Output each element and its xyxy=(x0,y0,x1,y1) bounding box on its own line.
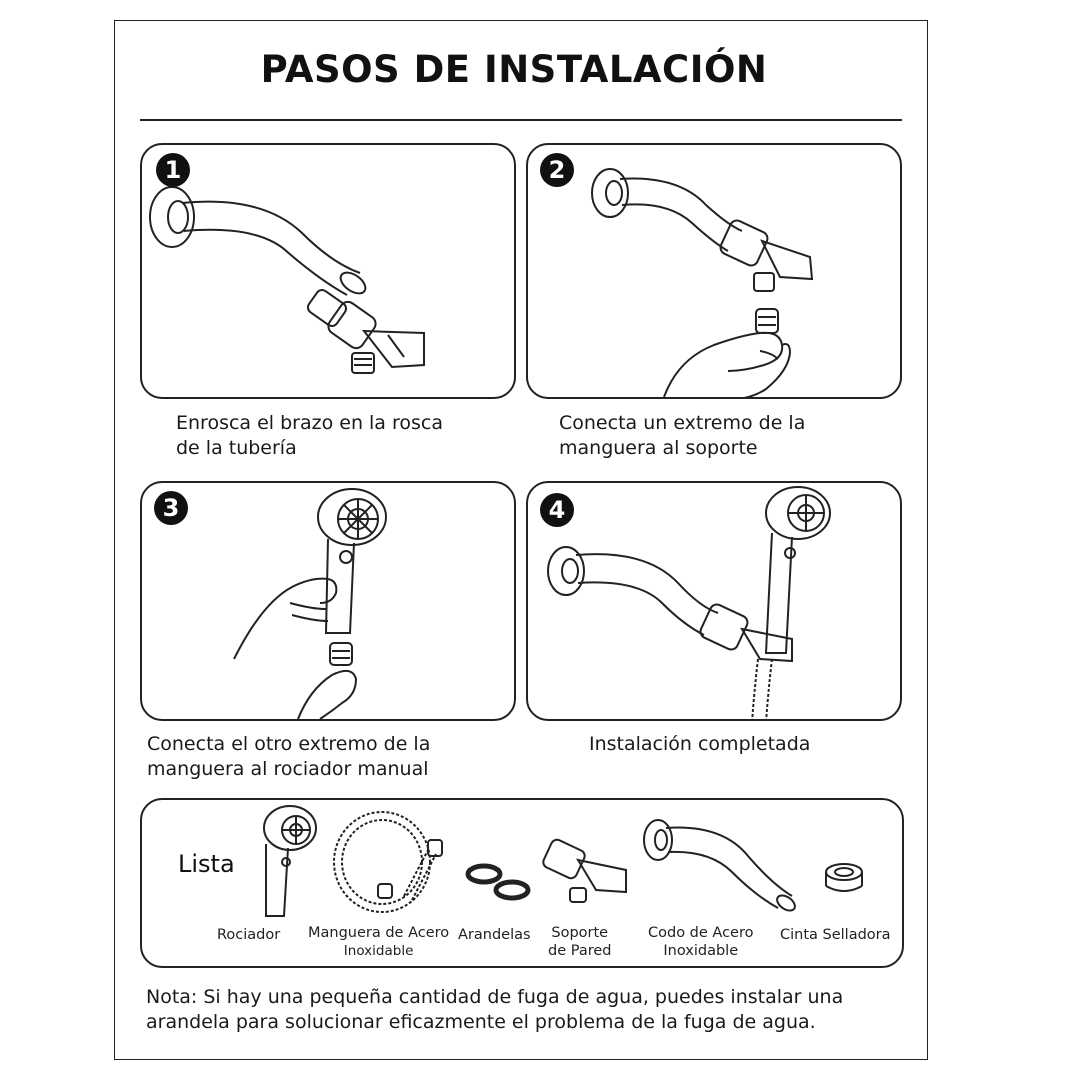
step-3-caption: Conecta el otro extremo de la manguera a… xyxy=(147,732,430,782)
step-2-badge: 2 xyxy=(540,153,574,187)
step-1-caption: Enrosca el brazo en la rosca de la tuber… xyxy=(176,411,443,461)
step-1-caption-line: de la tubería xyxy=(176,437,297,459)
list-item-codo: Codo de Acero Inoxidable xyxy=(648,924,754,960)
step-4-badge: 4 xyxy=(540,493,574,527)
title-divider xyxy=(140,119,902,121)
hose-icon xyxy=(333,811,437,913)
washers-icon xyxy=(465,863,531,901)
step-3-illustration xyxy=(233,488,387,719)
step-3-panel: 3 xyxy=(140,481,516,721)
step-1-illustration xyxy=(149,186,425,374)
parts-list: Lista xyxy=(140,798,904,968)
list-item-rociador: Rociador xyxy=(217,926,280,944)
note-line: Nota: Si hay una pequeña cantidad de fug… xyxy=(146,986,844,1008)
step-2-panel: 2 xyxy=(526,143,902,399)
step-2-caption-line: Conecta un extremo de la xyxy=(559,412,806,434)
list-item-line: Soporte xyxy=(551,925,609,941)
step-2-caption-line: manguera al soporte xyxy=(559,437,758,459)
step-2-illustration xyxy=(591,168,814,397)
list-item-arandelas: Arandelas xyxy=(458,926,531,944)
wall-bracket-icon xyxy=(542,838,627,903)
step-4-caption-line: Instalación completada xyxy=(589,733,811,755)
step-3-caption-line: Conecta el otro extremo de la xyxy=(147,733,431,755)
list-item-line: Inoxidable xyxy=(343,943,414,959)
step-1-badge: 1 xyxy=(156,153,190,187)
shower-head-icon xyxy=(263,805,317,917)
parts-list-label: Lista xyxy=(178,850,235,878)
instruction-sheet xyxy=(114,20,928,1060)
sealing-tape-icon xyxy=(825,863,863,892)
list-item-line: Codo de Acero xyxy=(648,925,754,941)
step-2-caption: Conecta un extremo de la manguera al sop… xyxy=(559,411,805,461)
list-item-line: Manguera de Acero xyxy=(308,925,450,941)
list-item-line: Inoxidable xyxy=(663,943,739,959)
list-item-line: Cinta Selladora xyxy=(780,927,891,943)
list-item-line: de Pared xyxy=(548,943,612,959)
list-item-line: Arandelas xyxy=(458,927,531,943)
list-item-line: Rociador xyxy=(217,927,281,943)
page-title: PASOS DE INSTALACIÓN xyxy=(260,48,768,91)
note-line: arandela para solucionar eficazmente el … xyxy=(146,1011,816,1033)
step-1-panel: 1 xyxy=(140,143,516,399)
step-3-caption-line: manguera al rociador manual xyxy=(147,758,429,780)
list-item-soporte: Soporte de Pared xyxy=(548,924,611,960)
list-item-manguera: Manguera de Acero Inoxidable xyxy=(308,924,449,960)
elbow-arm-icon xyxy=(643,819,796,912)
installation-note: Nota: Si hay una pequeña cantidad de fug… xyxy=(146,985,916,1035)
step-4-caption: Instalación completada xyxy=(589,732,810,757)
parts-icons xyxy=(263,805,863,917)
hose-end-icon xyxy=(377,839,443,899)
step-4-illustration xyxy=(547,486,831,719)
step-1-caption-line: Enrosca el brazo en la rosca xyxy=(176,412,443,434)
step-3-badge: 3 xyxy=(154,491,188,525)
step-4-panel: 4 xyxy=(526,481,902,721)
list-item-cinta: Cinta Selladora xyxy=(780,926,891,944)
